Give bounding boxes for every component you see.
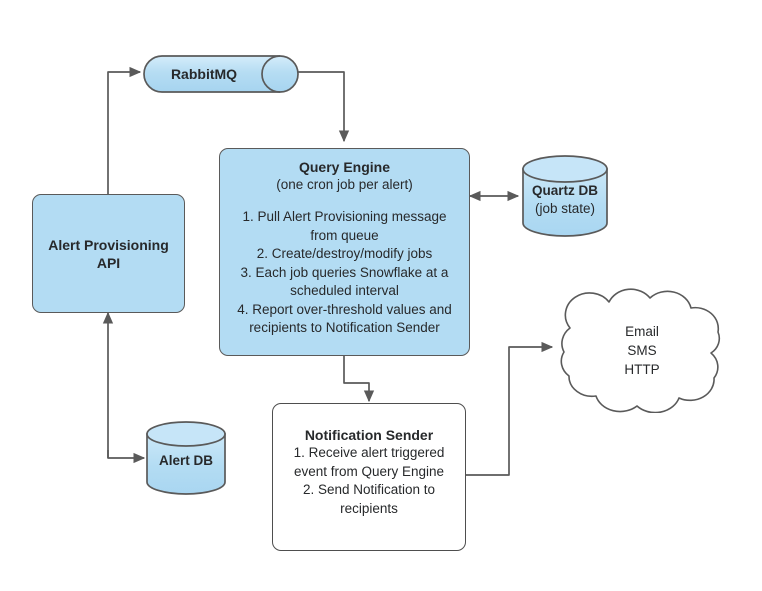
node-channels-cloud-label: Email SMS HTTP	[552, 288, 732, 413]
node-query-engine-title: Query Engine	[298, 159, 391, 175]
node-channels-cloud[interactable]: Email SMS HTTP	[552, 288, 732, 413]
cloud-line-sms: SMS	[627, 343, 657, 358]
node-quartz-db-subtitle: (job state)	[534, 201, 596, 216]
node-alert-provisioning-api[interactable]: Alert Provisioning API	[32, 194, 185, 313]
node-alert-provisioning-api-label-line1: Alert Provisioning	[48, 236, 169, 253]
notification-sender-step-line: 2. Send Notification to	[302, 482, 436, 497]
cloud-line-http: HTTP	[624, 362, 660, 377]
node-quartz-db-label: Quartz DB (job state)	[521, 182, 609, 218]
node-notification-sender[interactable]: Notification Sender 1. Receive alert tri…	[272, 403, 466, 551]
query-engine-step-line: 3. Each job queries Snowflake at a	[240, 264, 449, 280]
node-query-engine-steps: 1. Pull Alert Provisioning message from …	[237, 208, 452, 338]
query-engine-step-line: 2. Create/destroy/modify jobs	[256, 246, 433, 261]
cloud-line-email: Email	[625, 324, 659, 339]
node-notification-sender-steps: 1. Receive alert triggered event from Qu…	[294, 444, 445, 518]
edge-api-to-alert-db-branch	[107, 450, 146, 464]
node-alert-db-title: Alert DB	[158, 453, 213, 468]
edge-rabbitmq-to-query-engine	[297, 71, 350, 143]
node-quartz-db[interactable]: Quartz DB (job state)	[521, 155, 609, 237]
node-alert-db[interactable]: Alert DB	[145, 421, 227, 495]
edge-api-to-rabbitmq	[107, 66, 142, 194]
edge-query-engine-to-notification-sender	[343, 356, 375, 403]
notification-sender-step-line: recipients	[340, 500, 398, 516]
notification-sender-step-line: event from Query Engine	[293, 463, 445, 479]
cylinder-shape	[522, 155, 608, 237]
node-query-engine-subtitle: (one cron job per alert)	[276, 177, 413, 192]
cylinder-shape	[146, 421, 226, 495]
query-engine-step-line: 4. Report over-threshold values and	[237, 301, 452, 317]
queue-shape	[143, 55, 299, 93]
node-rabbitmq[interactable]: RabbitMQ	[143, 55, 299, 93]
node-query-engine[interactable]: Query Engine (one cron job per alert) 1.…	[219, 148, 470, 356]
node-alert-db-label: Alert DB	[145, 452, 227, 470]
node-quartz-db-title: Quartz DB	[531, 183, 598, 198]
notification-sender-step-line: 1. Receive alert triggered	[293, 445, 445, 460]
query-engine-step-line: from queue	[310, 227, 379, 243]
edge-notification-sender-to-cloud	[466, 341, 554, 476]
query-engine-step-line: scheduled interval	[290, 283, 399, 298]
query-engine-step-line: recipients to Notification Sender	[249, 320, 440, 335]
query-engine-step-line: 1. Pull Alert Provisioning message	[242, 209, 447, 224]
node-rabbitmq-label: RabbitMQ	[170, 66, 238, 82]
node-alert-provisioning-api-label-line2: API	[96, 254, 121, 271]
node-notification-sender-title: Notification Sender	[304, 427, 434, 443]
cloud-shape	[560, 288, 721, 413]
